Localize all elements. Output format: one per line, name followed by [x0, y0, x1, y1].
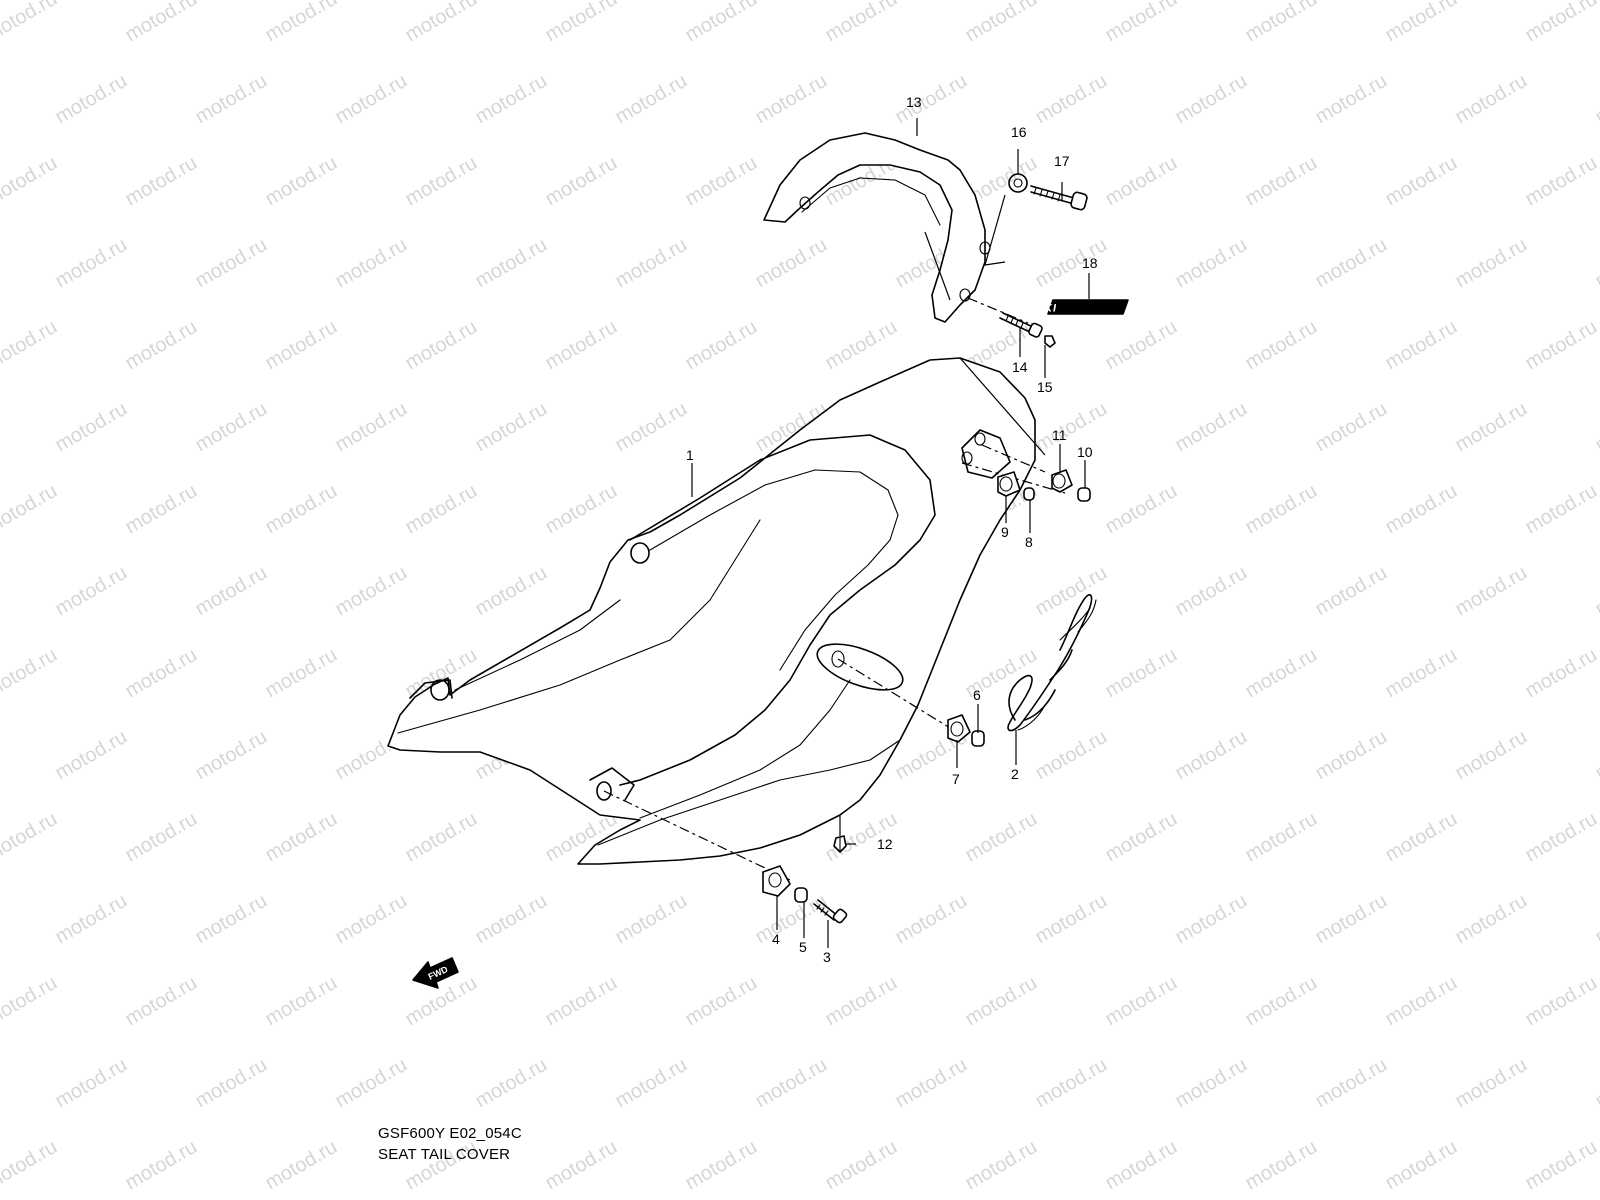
callout-5: 5 [799, 939, 807, 955]
grommet-part-11 [1051, 469, 1073, 493]
callout-16: 16 [1011, 124, 1027, 140]
diagram-caption: GSF600Y E02_054C SEAT TAIL COVER [378, 1123, 522, 1165]
callout-13: 13 [906, 94, 922, 110]
bandit-decal-part [1007, 594, 1097, 732]
collar-part-10 [1077, 487, 1091, 502]
callout-17: 17 [1054, 153, 1070, 169]
callout-leaders [691, 118, 1090, 948]
callout-10: 10 [1077, 444, 1093, 460]
callout-11: 11 [1052, 427, 1067, 443]
grommet-part-7 [947, 714, 971, 743]
hardware-parts [762, 173, 1091, 924]
collar-part-5 [794, 887, 808, 903]
bolt-part-17 [1030, 185, 1088, 211]
bolt-part-14 [999, 312, 1043, 338]
grommet-part-9 [997, 471, 1021, 497]
callout-12: 12 [877, 836, 893, 852]
fwd-arrow-icon: FWD [412, 957, 459, 989]
diagram-code: GSF600Y E02_054C [378, 1125, 522, 1142]
bolt-part-3 [813, 899, 848, 924]
callout-15: 15 [1037, 379, 1053, 395]
callout-8: 8 [1025, 534, 1033, 550]
callout-4: 4 [772, 931, 780, 947]
callout-18: 18 [1082, 255, 1098, 271]
callout-2: 2 [1011, 766, 1019, 782]
callout-6: 6 [973, 687, 981, 703]
diagram-title: SEAT TAIL COVER [378, 1146, 511, 1163]
seat-tail-cover-part [387, 357, 1036, 865]
collar-part-8 [1023, 487, 1035, 501]
assembly-lines [603, 297, 1066, 881]
callout-1: 1 [686, 447, 694, 463]
grommet-part-4 [762, 865, 791, 897]
callout-3: 3 [823, 949, 831, 965]
washer-part-16 [1008, 173, 1028, 193]
nut-part-15 [1044, 335, 1056, 348]
callout-9: 9 [1001, 524, 1009, 540]
suzuki-badge-part: SUZUKI [1009, 299, 1129, 315]
callout-labels: 1 2 3 4 5 6 7 8 9 10 11 12 13 14 15 16 1… [686, 94, 1098, 965]
callout-7: 7 [952, 771, 960, 787]
clip-part-12 [833, 835, 847, 853]
collar-part-6 [971, 730, 985, 747]
grab-rail-part [763, 132, 1046, 456]
badge-text: SUZUKI [1009, 303, 1058, 315]
callout-14: 14 [1012, 359, 1028, 375]
